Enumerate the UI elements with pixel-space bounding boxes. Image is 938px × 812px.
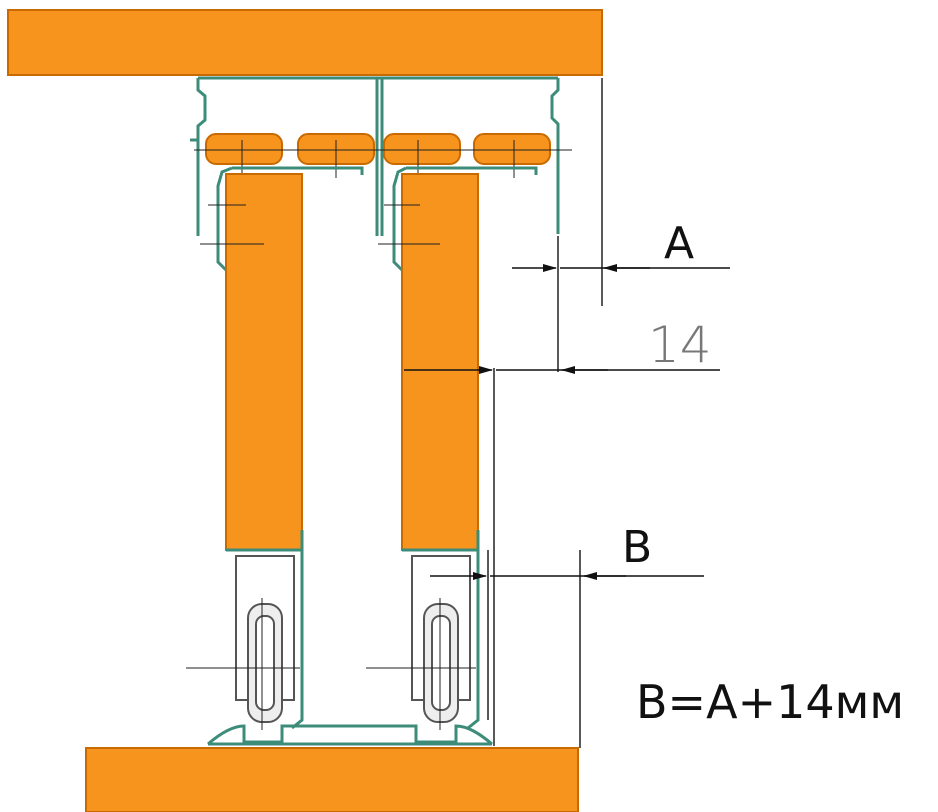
bottom-wheels — [247, 603, 459, 723]
door-panel-front — [401, 173, 479, 551]
bottom-wheel — [431, 615, 451, 711]
ceiling-board — [7, 9, 603, 76]
label-a: A — [664, 218, 694, 269]
top-rollers — [205, 133, 551, 165]
door-top-brackets — [216, 166, 538, 272]
door-panel-rear — [225, 173, 303, 551]
wheel-axis-lines — [186, 598, 476, 730]
reference-lines — [487, 78, 603, 748]
top-rail-profile — [190, 76, 560, 236]
roller-crosshairs — [241, 140, 515, 178]
top-roller — [473, 133, 551, 165]
bottom-track-profile — [207, 724, 493, 746]
floor-board — [85, 747, 579, 812]
dimension-14-label: 14 — [648, 316, 712, 374]
top-roller — [383, 133, 461, 165]
label-b: B — [622, 522, 652, 573]
bottom-wheel — [255, 615, 275, 711]
formula-label: B=A+14мм — [636, 675, 904, 729]
top-roller — [205, 133, 283, 165]
door-centerlines — [200, 204, 440, 245]
